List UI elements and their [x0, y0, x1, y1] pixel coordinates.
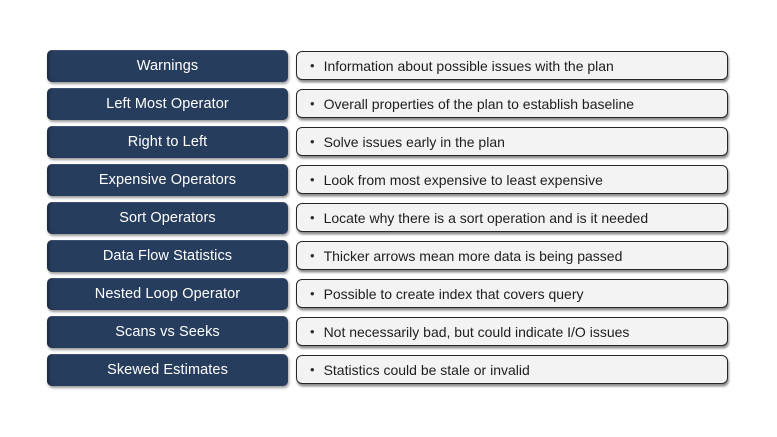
term-label: Warnings [136, 58, 199, 74]
term-box: Left Most Operator [47, 88, 288, 120]
table-row: Data Flow Statistics • Thicker arrows me… [47, 240, 728, 272]
bullet-icon: • [310, 210, 315, 225]
description-box: • Overall properties of the plan to esta… [296, 89, 728, 118]
description-text: Locate why there is a sort operation and… [323, 209, 649, 226]
term-label: Scans vs Seeks [115, 324, 220, 340]
table-row: Nested Loop Operator • Possible to creat… [47, 278, 728, 310]
bullet-icon: • [310, 134, 315, 149]
bullet-icon: • [310, 362, 315, 377]
term-label: Data Flow Statistics [102, 248, 233, 264]
table-row: Sort Operators • Locate why there is a s… [47, 202, 728, 234]
term-box: Scans vs Seeks [47, 316, 288, 348]
description-box: • Not necessarily bad, but could indicat… [296, 317, 728, 346]
term-box: Right to Left [47, 126, 288, 158]
plan-review-table: Warnings • Information about possible is… [47, 50, 728, 392]
description-text: Information about possible issues with t… [323, 57, 614, 74]
term-label: Sort Operators [119, 210, 216, 226]
description-box: • Locate why there is a sort operation a… [296, 203, 728, 232]
table-row: Scans vs Seeks • Not necessarily bad, bu… [47, 316, 728, 348]
bullet-icon: • [310, 58, 315, 73]
table-row: Left Most Operator • Overall properties … [47, 88, 728, 120]
description-text: Overall properties of the plan to establ… [323, 95, 635, 112]
term-box: Warnings [47, 50, 288, 82]
bullet-icon: • [310, 286, 315, 301]
table-row: Skewed Estimates • Statistics could be s… [47, 354, 728, 386]
term-label: Nested Loop Operator [94, 286, 241, 302]
description-box: • Information about possible issues with… [296, 51, 728, 80]
table-row: Right to Left • Solve issues early in th… [47, 126, 728, 158]
term-box: Data Flow Statistics [47, 240, 288, 272]
term-label: Left Most Operator [106, 96, 229, 112]
table-row: Expensive Operators • Look from most exp… [47, 164, 728, 196]
description-text: Thicker arrows mean more data is being p… [323, 247, 623, 264]
description-box: • Possible to create index that covers q… [296, 279, 728, 308]
description-text: Possible to create index that covers que… [323, 285, 584, 302]
bullet-icon: • [310, 248, 315, 263]
description-box: • Solve issues early in the plan [296, 127, 728, 156]
description-box: • Statistics could be stale or invalid [296, 355, 728, 384]
description-text: Statistics could be stale or invalid [323, 361, 530, 378]
description-text: Solve issues early in the plan [323, 133, 505, 150]
description-box: • Thicker arrows mean more data is being… [296, 241, 728, 270]
term-box: Skewed Estimates [47, 354, 288, 386]
description-text: Not necessarily bad, but could indicate … [323, 323, 630, 340]
bullet-icon: • [310, 172, 315, 187]
description-text: Look from most expensive to least expens… [323, 171, 603, 188]
bullet-icon: • [310, 324, 315, 339]
term-label: Expensive Operators [98, 172, 237, 188]
table-row: Warnings • Information about possible is… [47, 50, 728, 82]
term-box: Nested Loop Operator [47, 278, 288, 310]
term-box: Sort Operators [47, 202, 288, 234]
description-box: • Look from most expensive to least expe… [296, 165, 728, 194]
term-label: Skewed Estimates [107, 362, 228, 378]
term-label: Right to Left [127, 134, 208, 150]
term-box: Expensive Operators [47, 164, 288, 196]
bullet-icon: • [310, 96, 315, 111]
